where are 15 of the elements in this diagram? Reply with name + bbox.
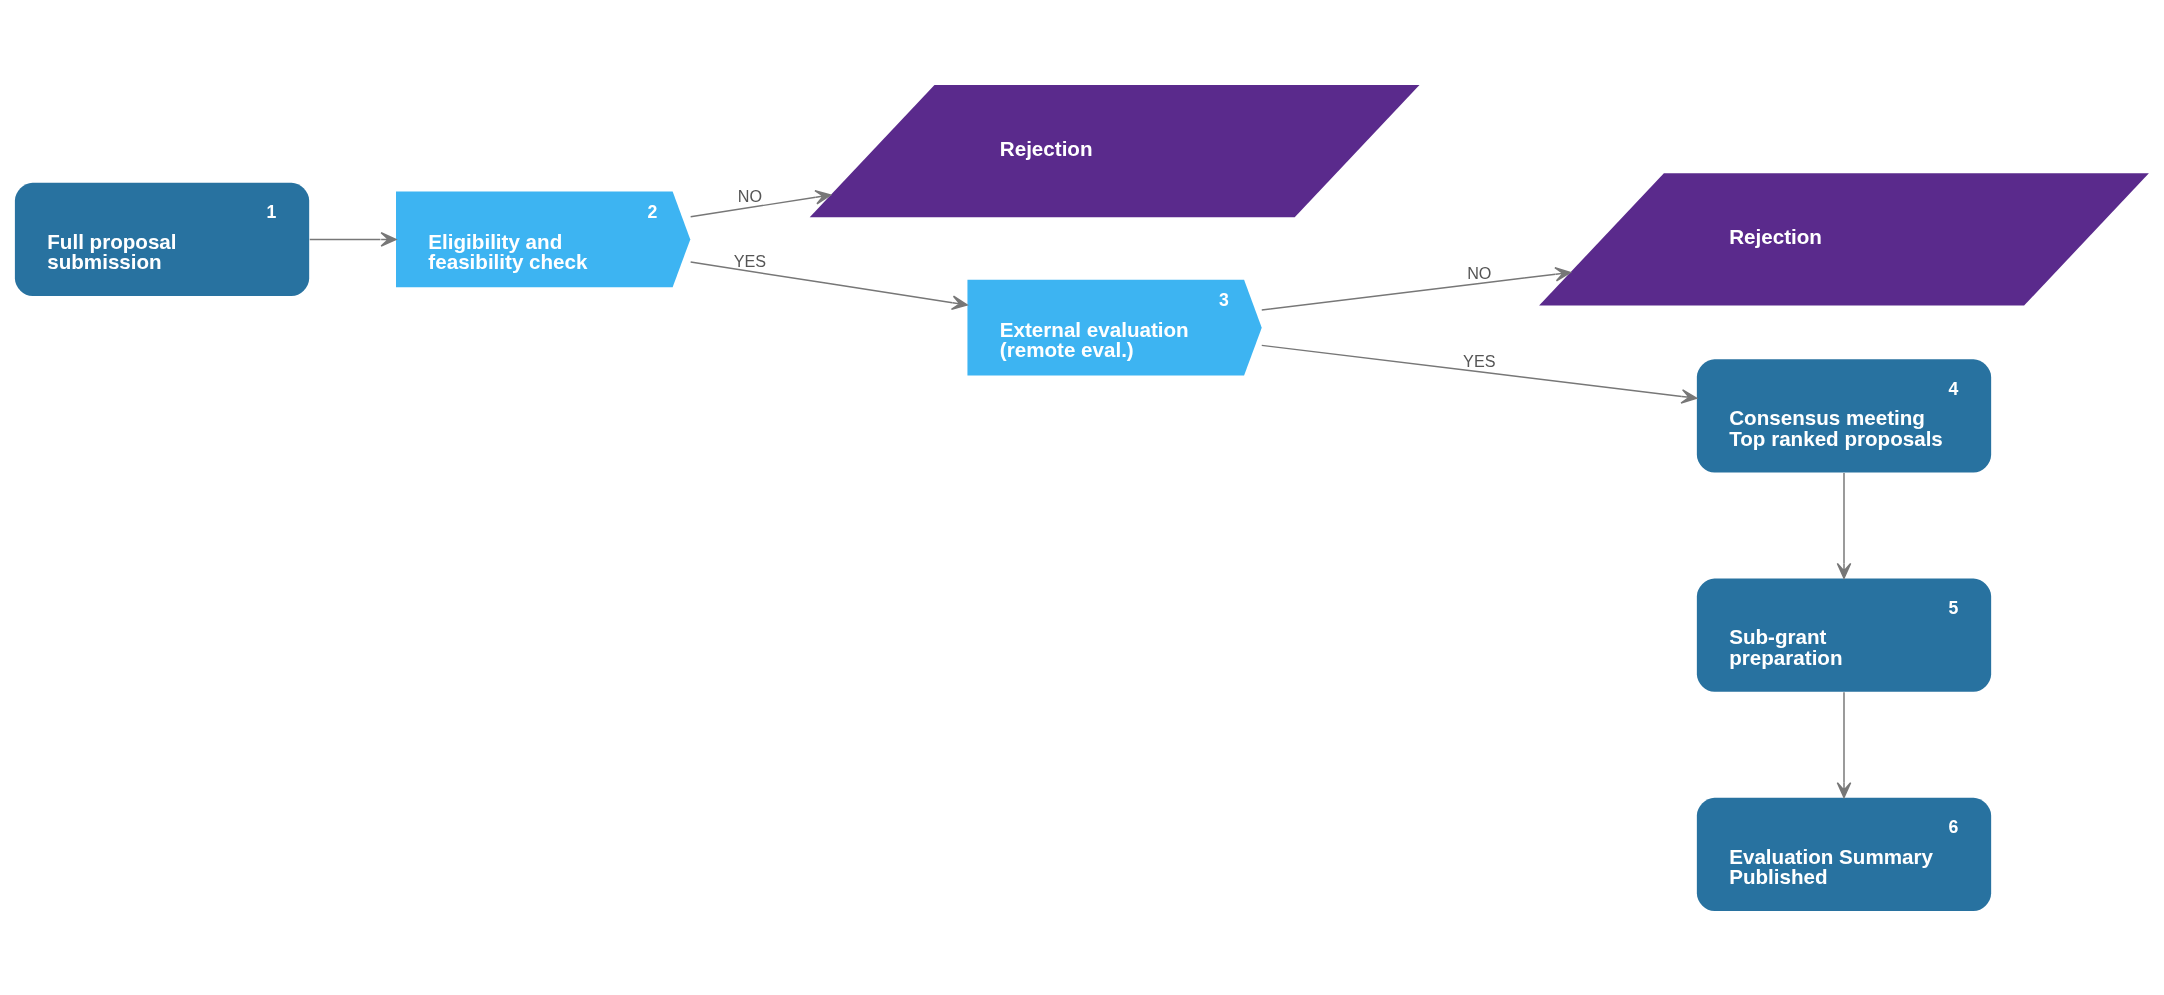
node-box: 5 Sub-grant preparation [1696,578,1992,692]
arrow [1261,344,1698,404]
node-box: 1 Full proposal submission [14,182,310,296]
arrow [1261,266,1572,311]
node-box: 6 Evaluation Summary Published [1696,797,1992,911]
arrow [1836,471,1852,579]
edge-label: YES [733,251,767,270]
node-box: 4 Consensus meeting Top ranked proposals [1696,358,1992,473]
edge-label: NO [1467,263,1492,282]
arrow [689,189,832,217]
arrow [1836,691,1852,798]
edge-label: YES [1463,351,1496,370]
edge-label: NO [737,186,763,205]
arrow [309,231,397,247]
arrow [689,260,968,310]
